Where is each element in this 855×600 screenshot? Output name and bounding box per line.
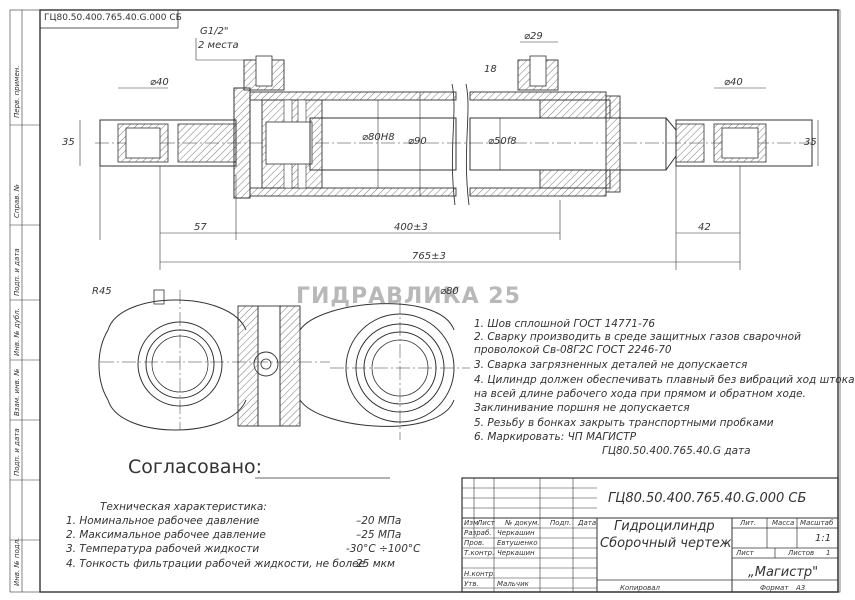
dim-total: 765±3	[412, 251, 446, 262]
dim-thread-qty: 2 места	[198, 40, 239, 51]
note-line-6: на всей длине рабочего хода при прямом и…	[474, 388, 806, 400]
side-label-1: Перв. примен.	[13, 65, 21, 118]
note-line-10: ГЦ80.50.400.765.40.G дата	[602, 445, 751, 457]
stamp-sheet: Лист	[736, 549, 754, 557]
dim-tube: ⌀90	[408, 136, 427, 147]
stamp-name: Гидроцилиндр	[614, 519, 715, 534]
stamp-role-2-name: Евтушенко	[497, 539, 538, 547]
stamp-col-date: Дата	[578, 519, 597, 527]
watermark: ГИДРАВЛИКА 25	[296, 284, 521, 309]
sheet-frame	[9, 9, 841, 593]
side-label-6: Подп. и дата	[13, 428, 21, 476]
title-block	[461, 477, 839, 593]
dim-thread: G1/2"	[200, 26, 229, 37]
dim-stroke: 400±3	[394, 222, 428, 233]
stamp-format: Формат	[760, 584, 789, 592]
side-label-2: Справ. №	[13, 183, 21, 218]
stamp-role-5: Утв.	[464, 580, 479, 588]
spec-row-2-label: 2. Максимальное рабочее давление	[66, 529, 266, 541]
spec-row-1-label: 1. Номинальное рабочее давление	[66, 515, 260, 527]
stamp-mass: Масса	[772, 519, 795, 527]
dim-bore: ⌀80Н8	[362, 132, 395, 143]
note-line-7: Заклинивание поршня не допускается	[474, 402, 690, 414]
dim-d40-left: ⌀40	[150, 77, 169, 88]
dim-rod: ⌀50f8	[488, 136, 517, 147]
side-label-3: Подп. и дата	[13, 248, 21, 296]
stamp-scale: Масштаб	[800, 519, 834, 527]
stamp-doc-type: Сборочный чертеж	[600, 536, 732, 551]
dim-d40-right: ⌀40	[724, 77, 743, 88]
note-line-9: 6. Маркировать: ЧП МАГИСТР	[474, 431, 637, 443]
spec-row-3-label: 3. Температура рабочей жидкости	[66, 543, 260, 555]
dim-len42: 42	[698, 222, 711, 233]
dim-d29: ⌀29	[524, 31, 543, 42]
stamp-sheets-value: 1	[826, 549, 831, 557]
stamp-role-1-name: Черкашин	[497, 529, 535, 537]
note-line-4: 3. Сварка загрязненных деталей не допуск…	[474, 359, 748, 371]
stamp-code: ГЦ80.50.400.765.40.G.000 СБ	[608, 491, 807, 506]
spec-row-1-value: –20 МПа	[356, 515, 402, 527]
dim-d80-eye: ⌀80	[440, 286, 459, 297]
dim-h35-right: 35	[804, 137, 817, 148]
dim-len57: 57	[194, 222, 207, 233]
note-line-3: проволокой Св-08Г2С ГОСТ 2246-70	[474, 344, 672, 356]
spec-row-4-value: 25 мкм	[356, 558, 395, 570]
stamp-role-3-name: Черкашин	[497, 549, 535, 557]
dim-d18: 18	[484, 64, 497, 75]
note-line-2: 2. Сварку производить в среде защитных г…	[474, 331, 801, 343]
stamp-company: „Магистр"	[748, 565, 819, 580]
cylinder-section-view	[79, 38, 819, 270]
stamp-scale-value: 1:1	[815, 533, 832, 544]
note-line-8: 5. Резьбу в бонках закрыть транспортными…	[474, 417, 774, 429]
side-label-4: Инв. № дубл.	[13, 308, 21, 356]
note-line-5: 4. Цилиндр должен обеспечивать плавный б…	[474, 374, 855, 386]
eye-side-views	[98, 289, 470, 440]
stamp-col-sign: Подп.	[550, 519, 572, 527]
side-label-7: Инв. № подл.	[13, 537, 21, 586]
spec-row-2-value: –25 МПа	[356, 529, 402, 541]
note-line-1: 1. Шов сплошной ГОСТ 14771-76	[474, 318, 656, 330]
stamp-col-izm: Изм	[464, 519, 479, 527]
stamp-copied: Копировал	[620, 584, 660, 592]
stamp-role-3: Т.контр.	[464, 549, 495, 557]
dim-r45: R45	[92, 286, 112, 297]
dim-h35-left: 35	[62, 137, 75, 148]
spec-row-3-value: -30°C ÷100°C	[346, 543, 421, 555]
vertical-code-header: ГЦ80.50.400.765.40.G.000 СБ	[44, 13, 182, 23]
spec-title: Техническая характеристика:	[100, 501, 267, 513]
stamp-sheets: Листов	[788, 549, 815, 557]
stamp-role-4: Н.контр.	[464, 570, 496, 578]
stamp-col-list: Лист	[477, 519, 495, 527]
spec-row-4-label: 4. Тонкость фильтрации рабочей жидкости,…	[66, 558, 366, 570]
stamp-role-5-name: Мальчик	[497, 580, 529, 588]
side-label-5: Взам. инв. №	[13, 368, 21, 416]
stamp-format-value: А3	[796, 584, 806, 592]
stamp-role-2: Пров.	[464, 539, 485, 547]
approved-label: Согласовано:	[128, 456, 263, 478]
stamp-lit: Лит.	[740, 519, 757, 527]
stamp-col-doc: № докум.	[505, 519, 540, 527]
stamp-role-1: Разраб.	[464, 529, 492, 537]
